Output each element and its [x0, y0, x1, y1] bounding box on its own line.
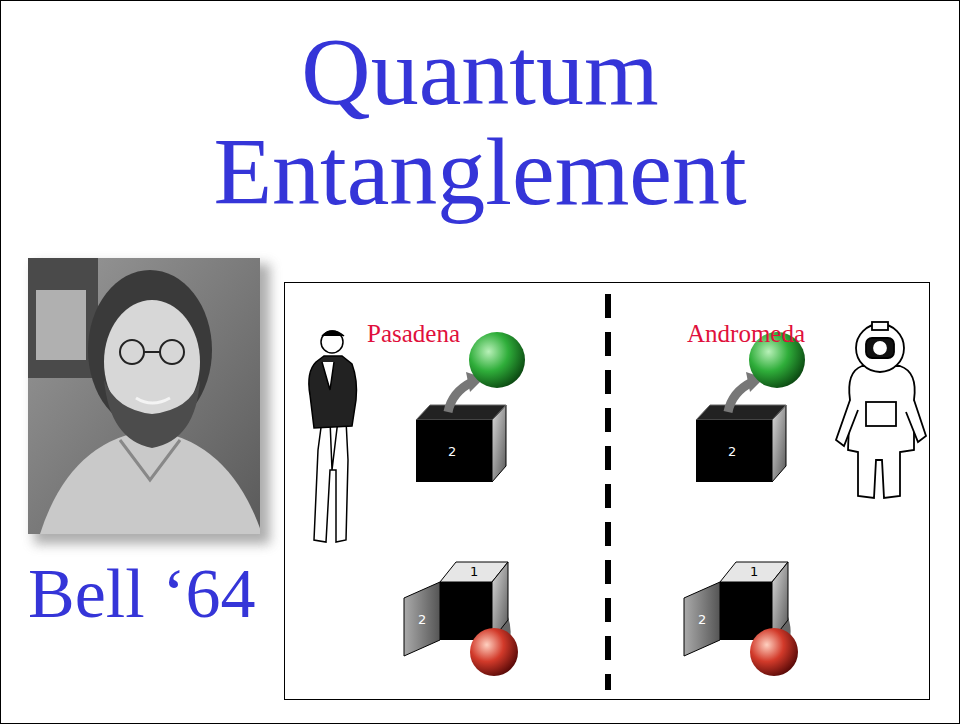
box-number: 2: [448, 445, 456, 459]
open-box-green: [696, 332, 805, 482]
box-number: 2: [418, 613, 426, 627]
panel-box: Pasadena Andromeda: [284, 282, 930, 700]
box-number: 1: [470, 565, 478, 579]
man-figure: [309, 331, 357, 542]
open-box-red: [404, 562, 518, 676]
dashed-separator: [605, 294, 611, 690]
photo-caption: Bell ‘64: [28, 556, 255, 632]
box-number: 2: [698, 613, 706, 627]
open-box-green: [416, 332, 525, 482]
place-name: Pasadena: [367, 319, 460, 349]
box-number: 1: [750, 565, 758, 579]
box-number: 2: [728, 445, 736, 459]
portrait-photo: [28, 258, 270, 544]
open-box-red: [684, 562, 798, 676]
astronaut-figure: [836, 322, 926, 498]
place-name: Andromeda: [687, 319, 805, 349]
slide-title: Quantum Entanglement: [170, 22, 790, 222]
